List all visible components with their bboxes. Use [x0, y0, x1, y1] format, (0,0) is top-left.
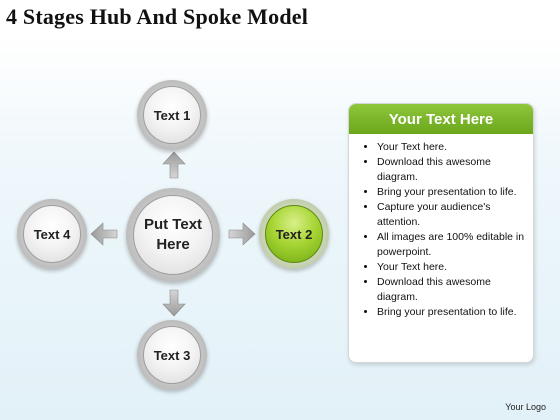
list-item: Your Text here.	[377, 140, 527, 155]
panel-bullet-list: Your Text here. Download this awesome di…	[349, 140, 533, 320]
hub-node: Put Text Here	[126, 188, 220, 282]
arrow-up-icon	[162, 151, 186, 179]
spoke-node-left: Text 4	[17, 199, 87, 269]
logo-text: Your Logo	[505, 402, 546, 412]
panel-heading: Your Text Here	[349, 104, 533, 134]
list-item: All images are 100% editable in powerpoi…	[377, 230, 527, 260]
spoke-node-top: Text 1	[137, 80, 207, 150]
list-item: Bring your presentation to life.	[377, 305, 527, 320]
spoke-label-left: Text 4	[33, 226, 71, 242]
spoke-label-top: Text 1	[153, 107, 191, 123]
hub-label-line1: Put Text	[143, 216, 203, 233]
hub-label-line2: Here	[156, 236, 190, 253]
list-item: Your Text here.	[377, 260, 527, 275]
spoke-node-right: Text 2	[259, 199, 329, 269]
list-item: Bring your presentation to life.	[377, 185, 527, 200]
list-item: Download this awesome diagram.	[377, 275, 527, 305]
spoke-node-bottom: Text 3	[137, 320, 207, 390]
arrow-left-icon	[90, 222, 118, 246]
list-item: Download this awesome diagram.	[377, 155, 527, 185]
arrow-right-icon	[228, 222, 256, 246]
spoke-label-bottom: Text 3	[153, 347, 191, 363]
list-item: Capture your audience's attention.	[377, 200, 527, 230]
page-title: 4 Stages Hub And Spoke Model	[6, 4, 309, 29]
arrow-down-icon	[162, 289, 186, 317]
text-panel: Your Text Here Your Text here. Download …	[348, 103, 534, 363]
spoke-label-right: Text 2	[275, 226, 313, 242]
